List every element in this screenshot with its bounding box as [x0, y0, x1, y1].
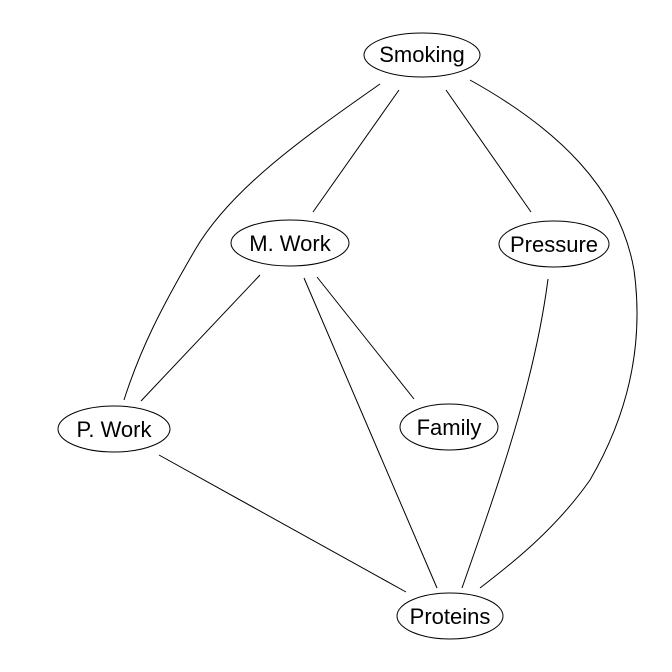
edge-mwork-pwork — [140, 274, 261, 402]
node-mwork: M. Work — [230, 219, 350, 267]
node-family: Family — [399, 403, 499, 451]
edge-smoking-mwork — [312, 89, 400, 213]
node-mwork-label: M. Work — [249, 231, 331, 256]
node-pressure-label: Pressure — [510, 232, 598, 257]
graph-edges — [123, 79, 638, 593]
node-proteins-label: Proteins — [410, 604, 491, 629]
node-proteins: Proteins — [396, 592, 504, 640]
node-smoking: Smoking — [363, 32, 481, 78]
edge-pressure-proteins — [461, 278, 549, 589]
node-family-ellipse — [399, 403, 499, 451]
node-smoking-label: Smoking — [379, 42, 465, 67]
edge-smoking-pwork — [123, 83, 381, 401]
node-family-label: Family — [417, 415, 482, 440]
node-mwork-ellipse — [230, 219, 350, 267]
node-pwork-label: P. Work — [77, 417, 153, 442]
node-proteins-ellipse — [396, 592, 504, 640]
graph-nodes: Smoking M. Work Pressure P. Work Family … — [57, 32, 610, 640]
node-pressure-ellipse — [498, 220, 610, 268]
edge-smoking-pressure — [445, 89, 532, 213]
edge-smoking-proteins — [469, 79, 638, 589]
edge-pwork-proteins — [158, 454, 407, 593]
edge-mwork-proteins — [303, 277, 438, 589]
node-smoking-ellipse — [363, 32, 481, 78]
node-pressure: Pressure — [498, 220, 610, 268]
edge-mwork-family — [316, 276, 415, 400]
node-pwork: P. Work — [57, 405, 171, 453]
node-pwork-ellipse — [57, 405, 171, 453]
